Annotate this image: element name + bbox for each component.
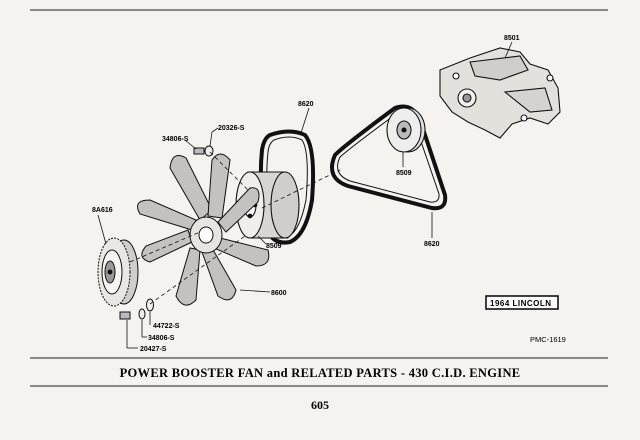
model-badge: 1964 LINCOLN (485, 295, 559, 310)
assembly-centerlines (129, 151, 341, 305)
leader-pulley-large (257, 235, 267, 245)
page-number: 605 (311, 398, 329, 412)
callout-fan: 8600 (271, 290, 287, 297)
leader-washer-upper (211, 127, 219, 133)
callout-bolt-lower: 20427-S (140, 346, 167, 353)
callout-pulley-small: 8509 (396, 170, 412, 177)
callout-bolt-upper: 34806-S (162, 136, 189, 143)
leader-belt-upper (300, 107, 310, 134)
callout-spacer: 44722-S (153, 323, 180, 330)
pulley-small (386, 107, 426, 153)
figure-caption: POWER BOOSTER FAN and RELATED PARTS - 43… (120, 366, 521, 380)
bolt-washer-upper (193, 145, 214, 157)
leader-water-pump (504, 41, 513, 59)
callout-belt-upper: 8620 (298, 101, 314, 108)
callout-fan-clutch: 8A616 (92, 207, 113, 214)
callout-pulley-large: 8509 (266, 243, 282, 250)
leader-fan-clutch (97, 214, 107, 245)
fan-clutch (97, 237, 139, 307)
leader-bolt-upper (184, 139, 197, 150)
reference-code: PMC-1619 (530, 335, 566, 344)
callout-washer-lower: 34806-S (148, 335, 175, 342)
callout-belt-lower: 8620 (424, 241, 440, 248)
water-pump (439, 47, 561, 139)
fan (137, 153, 270, 306)
callout-water-pump: 8501 (504, 35, 520, 42)
model-badge-text: 1964 LINCOLN (490, 299, 552, 308)
drive-belt-lower (330, 104, 448, 211)
leader-fan (239, 289, 271, 293)
callout-washer-upper: 20326-S (218, 125, 245, 132)
bolt-washers-lower (119, 298, 154, 320)
